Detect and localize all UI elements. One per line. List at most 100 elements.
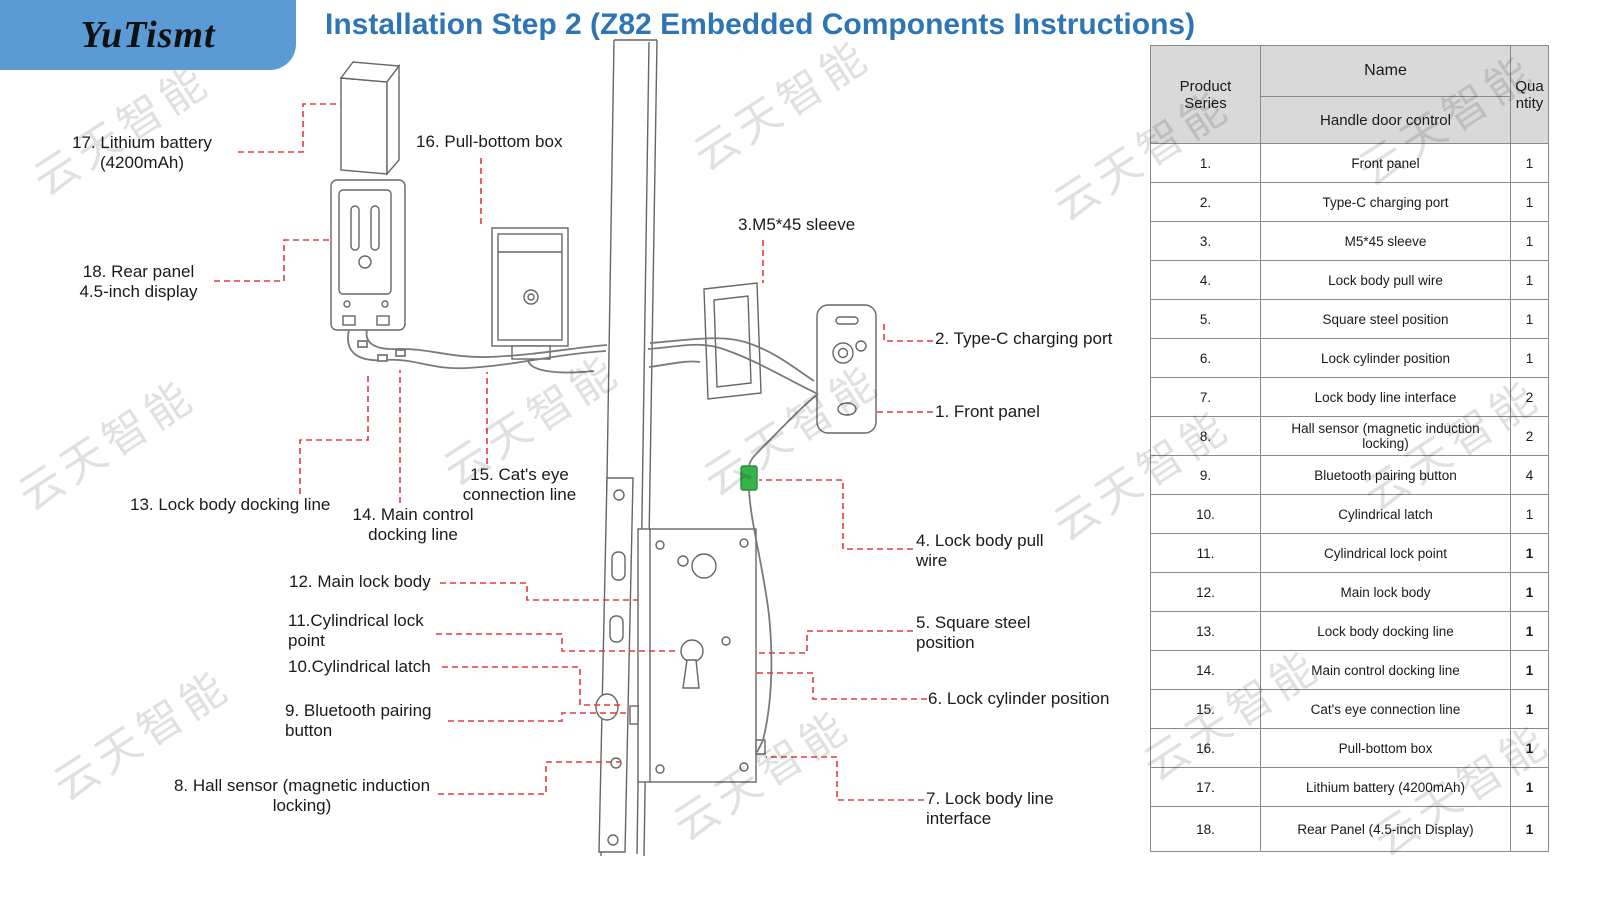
table-row: 17.Lithium battery (4200mAh)1: [1150, 767, 1549, 807]
cell-qty: 1: [1510, 728, 1549, 768]
cell-series: 15.: [1150, 689, 1261, 729]
cell-series: 2.: [1150, 182, 1261, 222]
cell-series: 17.: [1150, 767, 1261, 807]
callout-lithium-battery: 17. Lithium battery (4200mAh): [72, 133, 212, 173]
door-stile-drawing: [600, 39, 658, 857]
callout-bluetooth-button: 9. Bluetooth pairing button: [285, 701, 432, 741]
cell-qty: 1: [1510, 338, 1549, 378]
leader-8: [438, 761, 620, 795]
leader-6: [757, 672, 927, 700]
cell-series: 13.: [1150, 611, 1261, 651]
parts-table-container: Product Series Name Qua ntity Handle doo…: [1150, 45, 1549, 852]
cell-name: Rear Panel (4.5-inch Display): [1260, 806, 1511, 852]
cell-series: 6.: [1150, 338, 1261, 378]
cell-name: Main lock body: [1260, 572, 1511, 612]
leader-13: [299, 372, 369, 494]
cell-name: Cat's eye connection line: [1260, 689, 1511, 729]
leader-18: [214, 239, 331, 282]
cell-qty: 1: [1510, 767, 1549, 807]
cell-name: M5*45 sleeve: [1260, 221, 1511, 261]
page-title: Installation Step 2 (Z82 Embedded Compon…: [325, 8, 1196, 41]
cell-qty: 2: [1510, 416, 1549, 456]
brand-banner: YuTismt: [0, 0, 296, 70]
col-header-name: Name: [1260, 45, 1511, 97]
cell-series: 10.: [1150, 494, 1261, 534]
col-subheader-handle-door-control: Handle door control: [1260, 96, 1511, 144]
callout-pull-bottom-box: 16. Pull-bottom box: [416, 132, 563, 151]
callout-square-steel: 5. Square steel position: [916, 613, 1031, 653]
cell-name: Front panel: [1260, 143, 1511, 183]
callout-type-c-port: 2. Type-C charging port: [935, 329, 1113, 348]
callout-cylindrical-lock-point: 11.Cylindrical lock point: [288, 611, 424, 651]
cell-name: Bluetooth pairing button: [1260, 455, 1511, 495]
cell-qty: 1: [1510, 221, 1549, 261]
watermark: 云天智能: [695, 355, 890, 506]
callout-cylindrical-latch: 10.Cylindrical latch: [288, 657, 431, 676]
cell-qty: 1: [1510, 611, 1549, 651]
cell-name: Cylindrical lock point: [1260, 533, 1511, 573]
cell-qty: 1: [1510, 806, 1549, 852]
leader-7: [766, 756, 924, 801]
cell-series: 12.: [1150, 572, 1261, 612]
cell-name: Type-C charging port: [1260, 182, 1511, 222]
cell-name: Lock body line interface: [1260, 377, 1511, 417]
cell-qty: 1: [1510, 650, 1549, 690]
cell-series: 5.: [1150, 299, 1261, 339]
cell-qty: 1: [1510, 494, 1549, 534]
leader-5: [757, 630, 913, 654]
callout-front-panel: 1. Front panel: [935, 402, 1040, 421]
leader-12: [440, 582, 638, 601]
cell-qty: 1: [1510, 143, 1549, 183]
cell-series: 9.: [1150, 455, 1261, 495]
parts-table: Product Series Name Qua ntity Handle doo…: [1150, 45, 1549, 852]
cell-qty: 2: [1510, 377, 1549, 417]
callout-main-lock-body: 12. Main lock body: [289, 572, 431, 591]
callout-lock-body-docking: 13. Lock body docking line: [130, 495, 331, 514]
cell-name: Lock body pull wire: [1260, 260, 1511, 300]
front-panel-drawing: [816, 304, 877, 434]
callout-hall-sensor: 8. Hall sensor (magnetic induction locki…: [173, 776, 431, 816]
leader-10: [442, 666, 620, 706]
cell-qty: 1: [1510, 689, 1549, 729]
callout-main-control-docking: 14. Main control docking line: [352, 505, 474, 545]
cell-name: Square steel position: [1260, 299, 1511, 339]
cell-series: 4.: [1150, 260, 1261, 300]
leader-4: [759, 479, 913, 550]
cell-series: 3.: [1150, 221, 1261, 261]
lithium-battery-drawing: [339, 61, 401, 176]
cell-series: 18.: [1150, 806, 1261, 852]
cell-qty: 1: [1510, 572, 1549, 612]
pull-bottom-box-drawing: [491, 227, 569, 360]
watermark: 云天智能: [665, 700, 860, 851]
callout-cats-eye-line: 15. Cat's eye connection line: [462, 465, 577, 505]
cell-name: Hall sensor (magnetic induction locking): [1260, 416, 1511, 456]
cell-qty: 4: [1510, 455, 1549, 495]
col-header-quantity: Qua ntity: [1510, 45, 1549, 144]
callout-m5-sleeve: 3.M5*45 sleeve: [738, 215, 856, 234]
col-header-product-series: Product Series: [1150, 45, 1261, 144]
cell-name: Pull-bottom box: [1260, 728, 1511, 768]
callout-lock-body-line-interface: 7. Lock body line interface: [926, 789, 1054, 829]
cell-name: Lock cylinder position: [1260, 338, 1511, 378]
cell-series: 14.: [1150, 650, 1261, 690]
cell-qty: 1: [1510, 299, 1549, 339]
leader-2: [883, 322, 933, 342]
cell-name: Cylindrical latch: [1260, 494, 1511, 534]
cell-name: Lock body docking line: [1260, 611, 1511, 651]
leader-17: [238, 103, 341, 153]
cell-series: 16.: [1150, 728, 1261, 768]
cell-series: 7.: [1150, 377, 1261, 417]
